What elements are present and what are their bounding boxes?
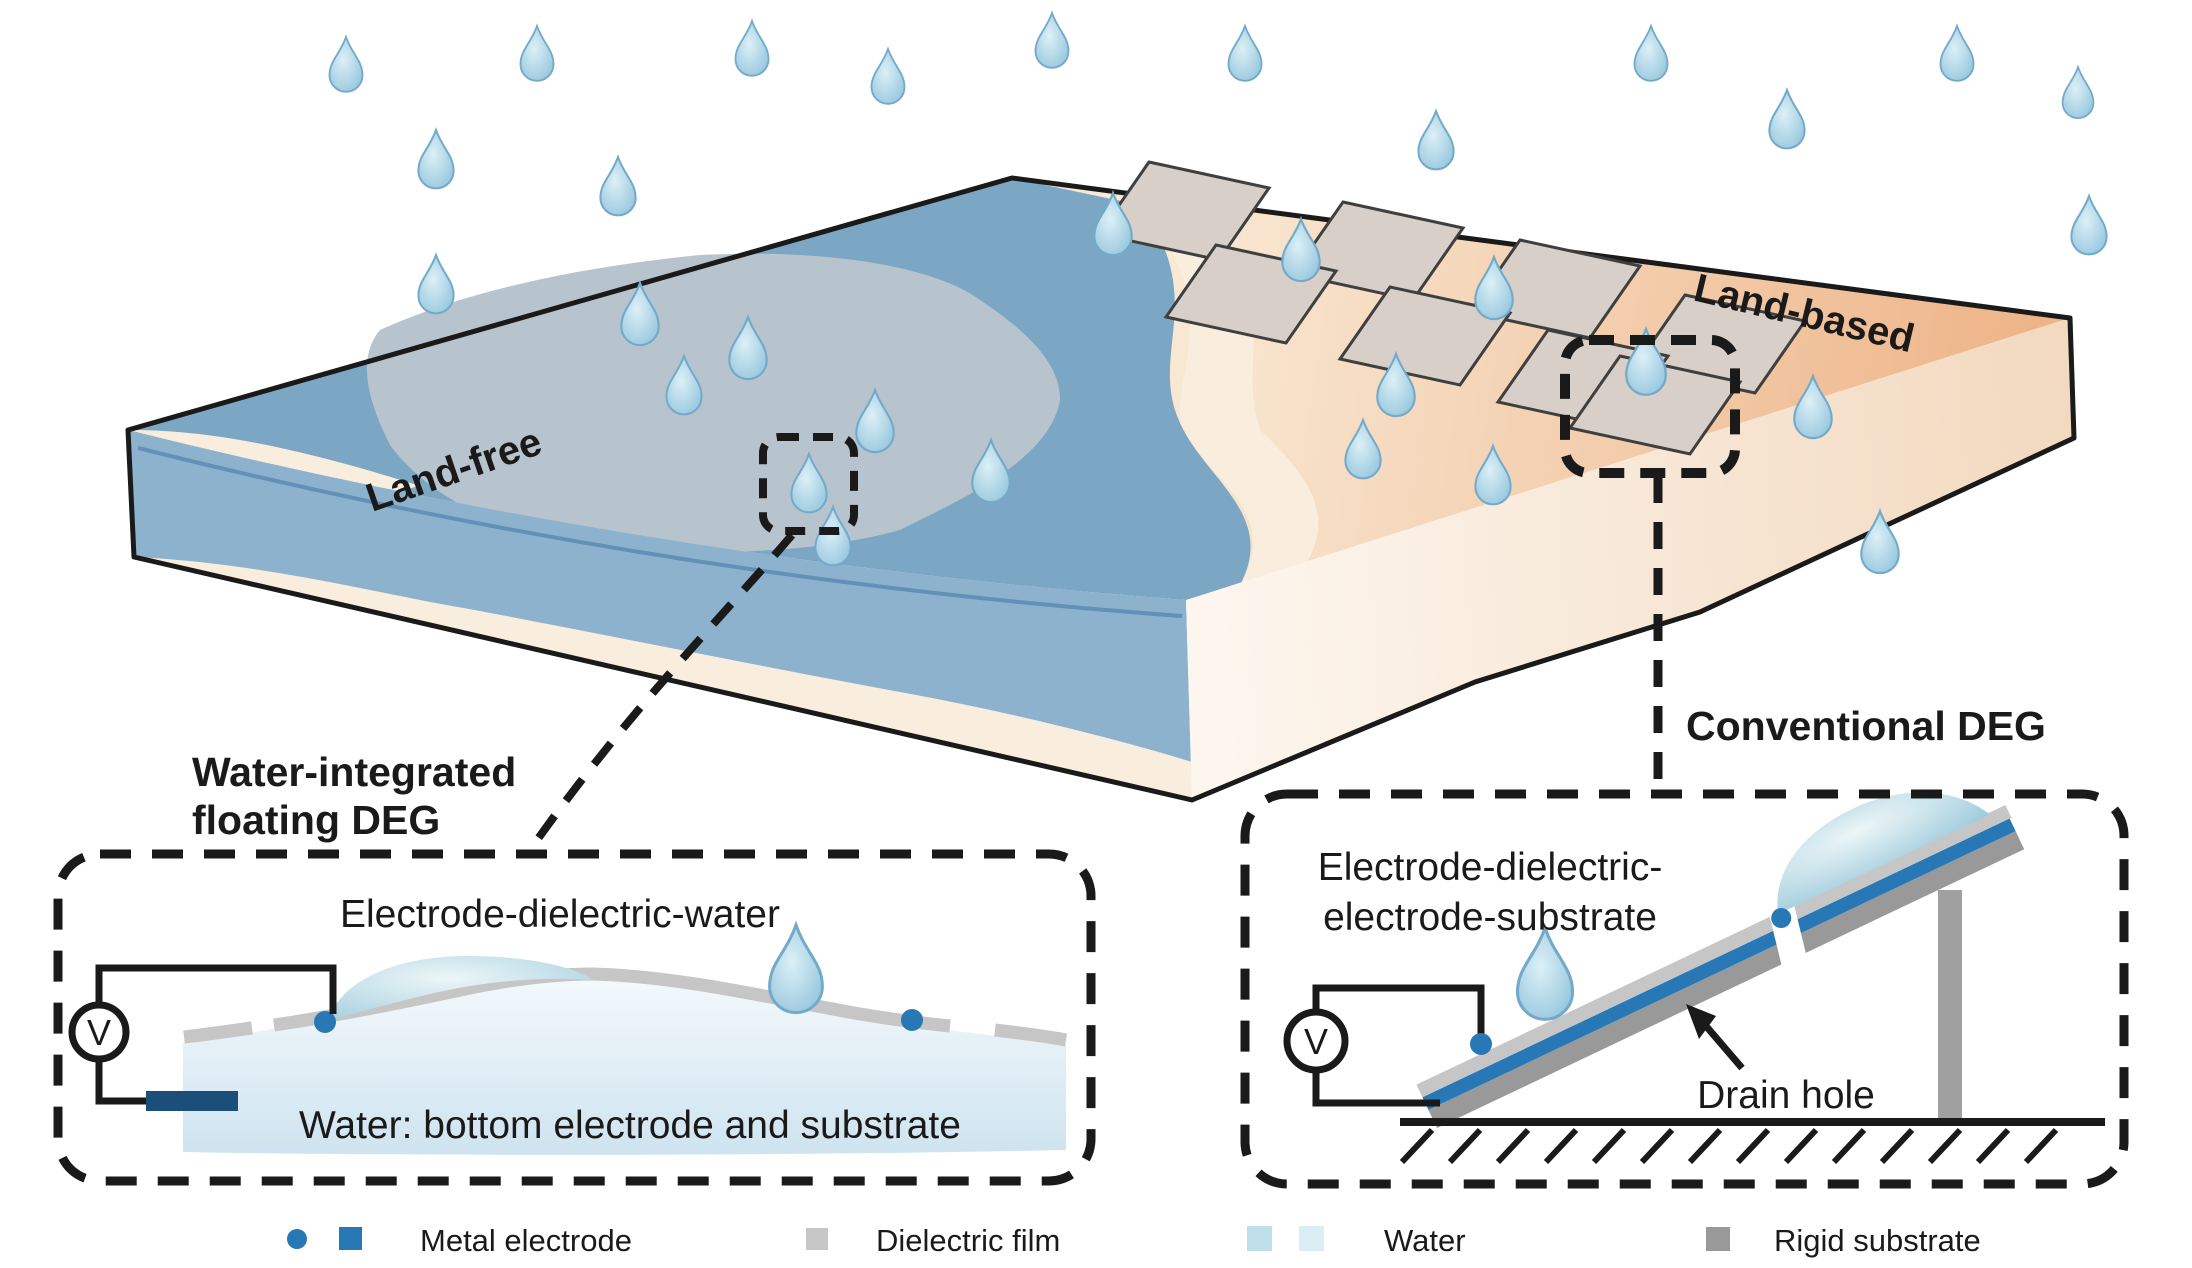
surface-droplet-icon xyxy=(768,923,824,1015)
hatch-mark xyxy=(1399,1127,1435,1165)
ground-hatches xyxy=(1399,1127,2059,1165)
wire-top xyxy=(95,964,337,1014)
floating-deg-panel: Water-integrated floating DEG V Electrod… xyxy=(53,749,1096,1186)
raindrop-icon xyxy=(519,25,555,82)
falling-droplet-icon xyxy=(1515,926,1575,1021)
drain-hole-label: Drain hole xyxy=(1697,1074,1875,1117)
dielectric-layer xyxy=(1416,804,2012,1098)
drain-arrow-line xyxy=(1703,1023,1745,1071)
support-leg xyxy=(1938,890,1962,1122)
tilted-plate xyxy=(1416,792,2025,1128)
raindrop-icon xyxy=(2061,66,2095,119)
structure-label-right-line1: Electrode-dielectric- xyxy=(1318,846,1663,889)
sessile-droplet xyxy=(1777,792,1990,914)
hatch-mark xyxy=(1591,1127,1627,1165)
pool-caption: Water: bottom electrode and substrate xyxy=(299,1104,961,1147)
raindrop-icon xyxy=(1768,88,1806,150)
hatch-mark xyxy=(1975,1127,2011,1165)
hatch-mark xyxy=(1543,1127,1579,1165)
raindrop-icon xyxy=(1417,109,1455,171)
voltmeter-circle xyxy=(68,1001,130,1063)
raindrop-icon xyxy=(1939,25,1975,82)
floating-deg-title-line1: Water-integrated xyxy=(192,749,516,795)
raindrop-icon xyxy=(328,36,364,93)
legend-water: Water xyxy=(1384,1223,1466,1258)
land-zoom-box xyxy=(1560,335,1740,478)
raindrop-icon xyxy=(2070,194,2108,256)
structure-label: Electrode-dielectric-water xyxy=(340,893,780,936)
electrode-dot-wire xyxy=(1470,1033,1492,1055)
sand-front-face xyxy=(1186,318,2074,800)
wire-bottom xyxy=(95,1058,152,1105)
pool-water-body xyxy=(183,978,1066,1155)
waterline-stripe xyxy=(137,446,1183,618)
conventional-deg-title: Conventional DEG xyxy=(1686,703,2046,749)
voltmeter-label-right: V xyxy=(1304,1021,1328,1062)
raindrop-icon xyxy=(417,253,455,315)
rigid-substrate-icon xyxy=(1706,1227,1730,1251)
electrode-layer xyxy=(1422,818,2016,1110)
legend-metal-electrode: Metal electrode xyxy=(420,1223,632,1258)
raindrop-icon xyxy=(1034,12,1070,69)
spread-droplet xyxy=(328,955,593,1021)
legend-rigid-substrate: Rigid substrate xyxy=(1774,1223,1981,1258)
metal-electrode-dot-icon xyxy=(287,1229,307,1249)
voltmeter-label: V xyxy=(87,1012,111,1053)
water-swatch1-icon xyxy=(1247,1226,1272,1251)
rigid-substrate-layer xyxy=(1428,831,2025,1128)
raindrop-icon xyxy=(1633,25,1669,82)
hatch-mark xyxy=(1447,1127,1483,1165)
raindrop-icon xyxy=(417,128,455,190)
conventional-deg-border xyxy=(1240,789,2129,1189)
metal-electrode-square-icon xyxy=(339,1227,362,1250)
floating-deg-border xyxy=(53,849,1096,1186)
hatch-mark xyxy=(1831,1127,1867,1165)
hatch-mark xyxy=(1639,1127,1675,1165)
hatch-mark xyxy=(1879,1127,1915,1165)
raindrop-icon xyxy=(734,20,770,77)
dielectric-film xyxy=(183,967,1068,1047)
dielectric-film-icon xyxy=(806,1228,828,1250)
legend-dielectric-film: Dielectric film xyxy=(876,1223,1060,1258)
legend: Metal electrode Dielectric film Water Ri… xyxy=(287,1223,1981,1258)
voltmeter-circle-right xyxy=(1283,1008,1349,1074)
electrode-dot-right xyxy=(901,1009,923,1031)
water-swatch2-icon xyxy=(1299,1226,1324,1251)
water-zoom-connector xyxy=(526,532,796,853)
bottom-electrode-bar xyxy=(146,1091,238,1111)
electrode-dot-plate xyxy=(1771,908,1792,929)
hatch-mark xyxy=(2023,1127,2059,1165)
raindrop-icon xyxy=(870,48,906,105)
raindrop-icon xyxy=(1227,25,1263,82)
hatch-mark xyxy=(1735,1127,1771,1165)
shoreline-band xyxy=(1140,205,1319,625)
hatch-mark xyxy=(1687,1127,1723,1165)
floating-deg-title-line2: floating DEG xyxy=(192,797,440,843)
wire-top-right xyxy=(1312,984,1485,1038)
hatch-mark xyxy=(1495,1127,1531,1165)
drain-arrow-head xyxy=(1686,1004,1716,1039)
water-zoom-box xyxy=(759,433,858,535)
hatch-mark xyxy=(1927,1127,1963,1165)
structure-label-right-line2: electrode-substrate xyxy=(1323,896,1657,939)
raindrop-icon xyxy=(599,155,637,217)
electrode-dot-left xyxy=(314,1011,336,1033)
hatch-mark xyxy=(1783,1127,1819,1165)
conventional-deg-panel: Conventional DEG V Electrode-dielectric-… xyxy=(1240,703,2129,1189)
wire-bottom-right xyxy=(1312,1069,1440,1107)
calm-water-region xyxy=(366,253,1060,552)
